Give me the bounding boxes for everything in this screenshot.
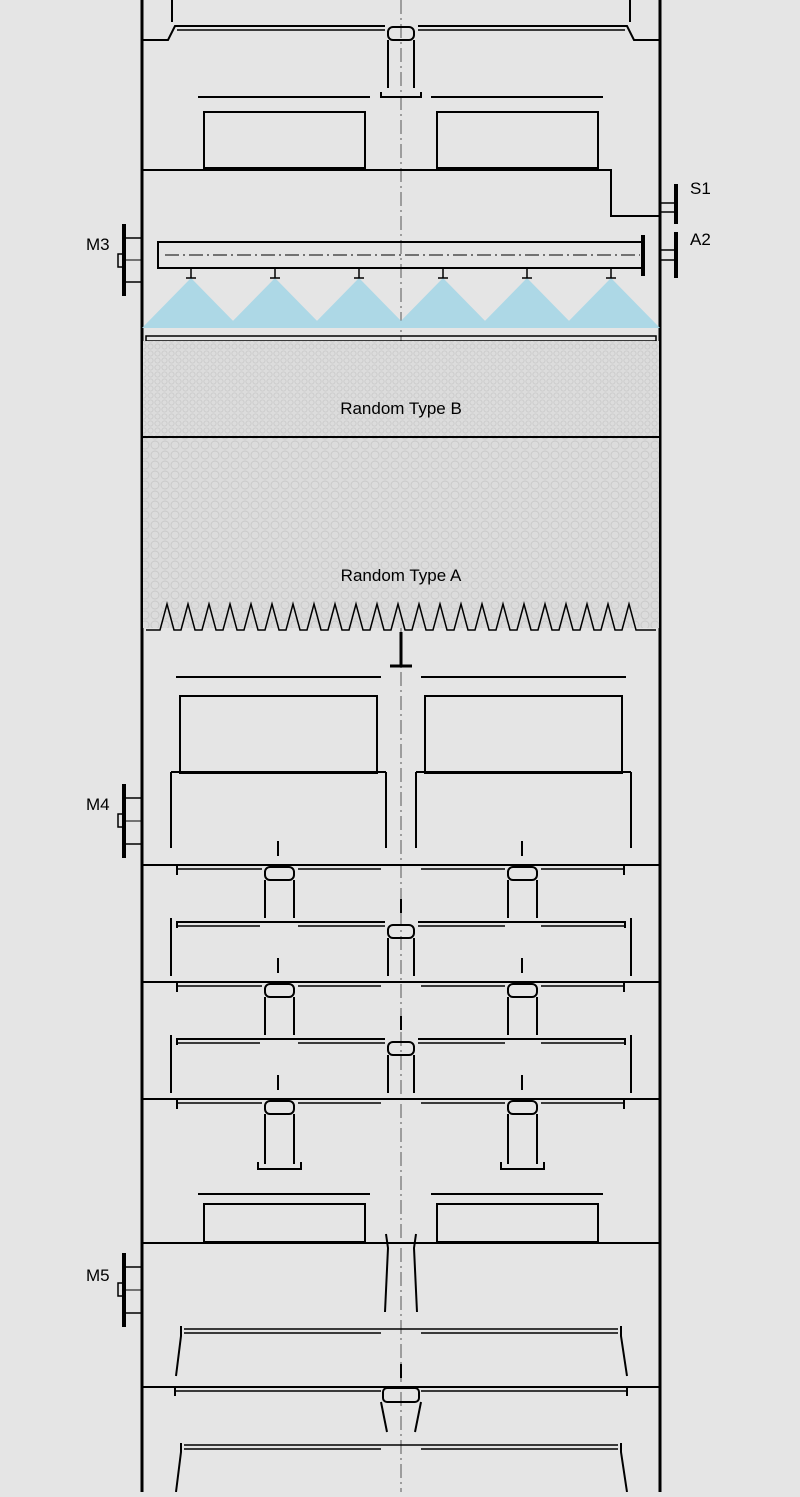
spray-nozzles (142, 268, 660, 328)
spray-cone (394, 278, 492, 328)
tray-c-1 (175, 1326, 628, 1378)
nozzle-a2 (641, 232, 678, 278)
nozzle-s1 (660, 184, 678, 224)
label-a2: A2 (690, 230, 711, 249)
tray-a-2 (142, 958, 660, 1035)
downcomer-lower (384, 1233, 418, 1313)
support-beam (390, 632, 412, 668)
manway-m4 (117, 784, 142, 858)
label-s1: S1 (690, 179, 711, 198)
spray-cone (142, 278, 240, 328)
label-m4: M4 (86, 795, 110, 814)
packing-bed-upper (142, 341, 660, 438)
packing-bed-lower (143, 438, 659, 628)
packing-label-upper: Random Type B (340, 399, 462, 418)
tray-a-3 (142, 1075, 660, 1170)
liquid-distributor-middle (170, 676, 632, 848)
tray-b-1 (170, 899, 632, 976)
spray-cone (226, 278, 324, 328)
liquid-distributor-upper (142, 96, 660, 217)
tray-a-1 (142, 841, 660, 918)
label-m5: M5 (86, 1266, 110, 1285)
manway-m3 (117, 224, 142, 296)
tray-b-2 (170, 1016, 632, 1093)
packing-support-grid (146, 601, 656, 631)
liquid-distributor-lower (142, 1193, 660, 1244)
label-m3: M3 (86, 235, 110, 254)
spray-cone (478, 278, 576, 328)
manway-m5 (117, 1253, 142, 1327)
spray-cone (310, 278, 408, 328)
tray-d-1 (142, 1386, 660, 1433)
tray-top (142, 0, 660, 98)
tray-c-2 (175, 1443, 628, 1493)
spray-cone (562, 278, 660, 328)
packing-label-lower: Random Type A (341, 566, 462, 585)
